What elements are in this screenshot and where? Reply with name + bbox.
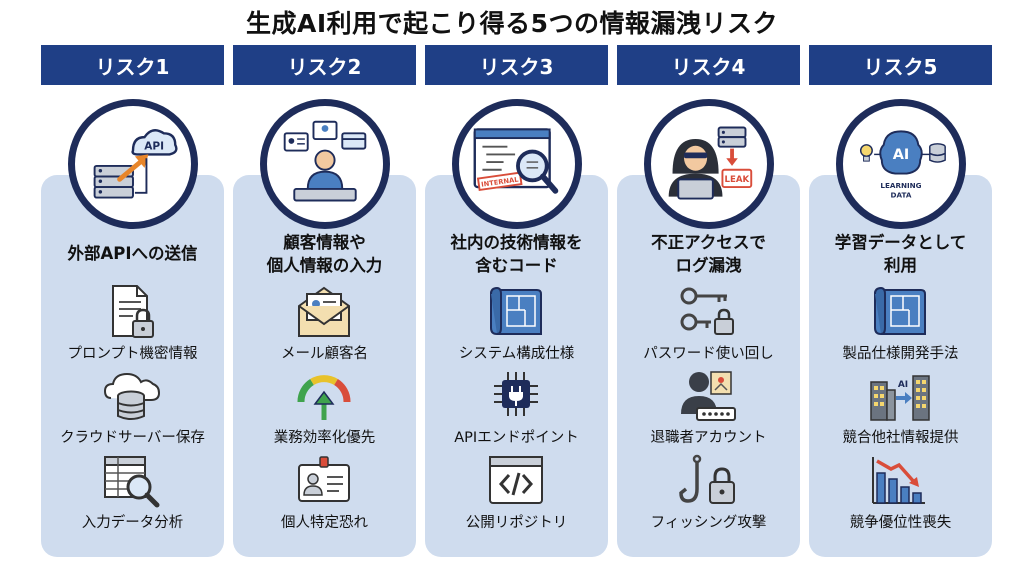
risk-item: 公開リポジトリ — [425, 453, 608, 533]
blueprint-icon — [490, 286, 542, 335]
chip-plug-icon — [494, 372, 538, 416]
risk-item: システム構成仕様 — [425, 284, 608, 364]
risk-item: 個人特定恐れ — [233, 453, 416, 533]
mail-profile-icon — [298, 286, 350, 337]
risk-item: 退職者アカウント — [617, 368, 800, 448]
item-label: システム構成仕様 — [458, 346, 575, 362]
risk-item: プロンプト機密情報 — [41, 284, 224, 364]
risk-header: リスク2 — [233, 45, 416, 85]
item-label: パスワード使い回し — [643, 346, 774, 362]
item-label: 競争優位性喪失 — [849, 515, 952, 531]
speed-gauge-icon — [297, 375, 351, 420]
risk-heading: 学習データとして 利用 — [834, 233, 967, 275]
risk-heading: 外部APIへの送信 — [67, 244, 198, 263]
risk-item: メール顧客名 — [233, 284, 416, 364]
risk-item: 競争優位性喪失 — [809, 453, 992, 533]
declining-chart-icon — [872, 457, 925, 504]
api-cloud-server-icon: API — [68, 99, 198, 229]
risk-column-4: リスク4 LEAK 不正アクセスで ログ漏洩 — [617, 45, 800, 560]
code-window-search-icon: INTERNAL — [452, 99, 582, 229]
item-label: 競合他社情報提供 — [842, 430, 959, 446]
risk-header: リスク5 — [809, 45, 992, 85]
risk-heading: 顧客情報や 個人情報の入力 — [266, 233, 383, 275]
risk-header: リスク3 — [425, 45, 608, 85]
emblem-label: LEARNING — [880, 181, 921, 190]
risk-item: APIエンドポイント — [425, 368, 608, 448]
risk-heading: 社内の技術情報を 含むコード — [450, 233, 583, 275]
risk-column-1: リスク1 API 外部APIへの送信 — [41, 45, 224, 560]
item-label: クラウドサーバー保存 — [60, 430, 205, 446]
ai-learning-data-icon: AI LEARNING DATA — [836, 99, 966, 229]
emblem-label: DATA — [891, 191, 912, 200]
item-label: 退職者アカウント — [650, 430, 767, 446]
item-label: 製品仕様開発手法 — [842, 346, 959, 362]
code-window-icon — [489, 456, 543, 504]
emblem-label: LEAK — [724, 175, 749, 185]
item-label: メール顧客名 — [281, 346, 368, 362]
item-label: 個人特定恐れ — [281, 515, 368, 531]
risk-item: クラウドサーバー保存 — [41, 368, 224, 448]
hook-lock-icon — [679, 454, 735, 504]
risk-heading: 不正アクセスで ログ漏洩 — [651, 233, 766, 275]
icon-text: AI — [898, 380, 908, 390]
risk-column-2: リスク2 顧客情報や 個人情報の入力 — [233, 45, 416, 560]
page-title: 生成AI利用で起こり得る5つの情報漏洩リスク — [245, 9, 779, 38]
buildings-transfer-icon: AI — [870, 375, 930, 421]
user-data-input-icon — [260, 99, 390, 229]
document-lock-icon — [112, 285, 154, 338]
hacker-leak-icon: LEAK — [644, 99, 774, 229]
risk-panel — [617, 175, 800, 557]
item-label: APIエンドポイント — [454, 430, 579, 446]
emblem-label: API — [144, 141, 164, 153]
item-label: 入力データ分析 — [81, 515, 184, 531]
risk-item: 入力データ分析 — [41, 453, 224, 533]
item-label: 公開リポジトリ — [465, 515, 568, 531]
risk-item: 製品仕様開発手法 — [809, 284, 992, 364]
data-magnifier-icon — [104, 456, 160, 508]
risk-item: AI 競合他社情報提供 — [809, 368, 992, 448]
item-label: プロンプト機密情報 — [67, 346, 198, 362]
item-label: フィッシング攻撃 — [650, 515, 767, 531]
keys-lock-icon — [680, 287, 734, 335]
risk-item: パスワード使い回し — [617, 284, 800, 364]
risk-header: リスク4 — [617, 45, 800, 85]
emblem-label: AI — [893, 147, 910, 163]
risk-item: フィッシング攻撃 — [617, 453, 800, 533]
cloud-database-icon — [103, 372, 161, 420]
risk-column-3: リスク3 INTERNAL 社内の技術情報を 含むコード — [425, 45, 608, 560]
item-label: 業務効率化優先 — [273, 430, 376, 446]
risk-column-5: リスク5 AI LEARNING DATA 学習データとして 利用 — [809, 45, 992, 560]
blueprint-icon — [874, 286, 926, 335]
risk-item: 業務効率化優先 — [233, 368, 416, 448]
risk-header: リスク1 — [41, 45, 224, 85]
user-password-icon — [681, 371, 736, 421]
id-badge-icon — [298, 456, 350, 502]
